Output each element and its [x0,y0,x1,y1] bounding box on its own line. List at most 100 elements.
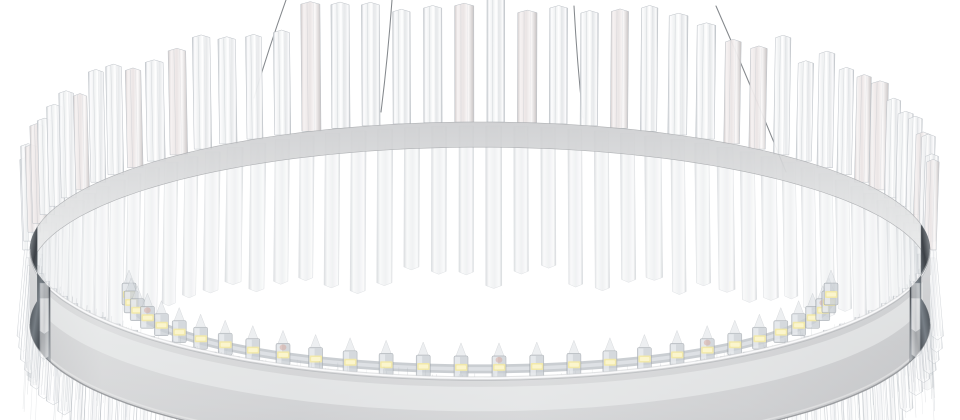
crystal-rod-upper [548,5,568,125]
crystal-specular [17,249,27,337]
crystal-facet-line [51,105,55,207]
crystal-rod-upper [517,9,538,123]
crystal-rod-upper-body [854,74,872,183]
crystal-facet-line [41,119,46,215]
suspension-cable-2 [380,0,393,113]
crystal-facet-line [929,249,938,337]
crystal-rod-upper-body [795,60,814,162]
crystal-facet-line [707,24,710,140]
led-diode-core [456,365,466,370]
crystal-facet-line [651,6,653,132]
led-diode-core [702,348,713,353]
crystal-specular [18,257,29,348]
crystal-facet-line [56,105,60,207]
crystal-striation [23,252,32,412]
crystal-facet-line [673,14,676,136]
crystal-facet-line [821,52,825,168]
crystal-facet-line [28,146,33,233]
crystal-facet-line [846,68,849,175]
crystal-rod-upper [854,74,872,183]
led-diode-core [311,357,321,361]
crystal-rod-upper [245,34,264,140]
crystal-rod-upper-body [748,45,768,150]
led-reflector [173,307,185,321]
chrome-band-bottom-edge [29,323,931,420]
crystal-rod-upper [144,59,166,162]
crystal-facet-line [680,14,682,136]
led-diode-core [220,342,231,347]
led-diode-core [776,330,786,335]
led-reflector [639,333,650,348]
crystal-facet-line [398,10,400,124]
chrome-band-top-edge-shade [29,252,931,381]
crystal-facet-line [734,40,737,144]
crystal-facet-line [806,62,809,162]
crystal-facet-line [645,6,648,132]
crystal-facet-line [22,265,31,360]
crystal-rod-upper [579,10,599,127]
led-diode-core [672,352,682,357]
led-diode-module [378,339,394,376]
led-reflector [671,329,683,344]
crystal-facet-line [336,3,339,129]
led-diode-module [275,329,291,366]
led-reflector [131,285,143,299]
led-warm-reflection [495,356,503,363]
led-reflector [156,300,167,314]
crystal-facet-line [77,95,81,190]
led-diode-core [248,348,258,353]
crystal-facet-line [250,35,253,140]
led-reflector [754,313,765,328]
crystal-rod-upper [816,50,836,168]
crystal-rod-upper-body [610,8,629,129]
crystal-facet-line [701,24,704,140]
led-reflector [568,339,580,354]
led-diode-core [381,362,392,367]
crystal-facet-line [150,61,154,162]
crystal-facet-line [93,70,97,183]
led-reflector [142,292,153,307]
crystal-facet-line [591,12,593,126]
crystal-rod-upper [217,36,238,145]
crystal-facet-line [554,7,556,124]
led-reflector [493,342,505,357]
led-diode-module [699,325,715,361]
crystal-facet-line [827,52,830,168]
crystal-facet-line [156,61,160,162]
crystal-rod-upper [667,12,689,136]
led-reflector [701,325,713,339]
crystal-facet-line [255,35,258,140]
crystal-facet-line [63,92,67,198]
crystal-facet-line [753,47,757,150]
crystal-rod-upper [640,5,659,132]
crystal-facet-line [173,49,177,155]
led-reflector [219,319,231,334]
led-warm-reflection [279,344,287,351]
crystal-facet-line [68,92,72,198]
crystal-facet-line [874,82,878,190]
crystal-rod-upper [836,67,855,176]
chrome-band-specular-sweep [37,281,923,412]
crystal-facet-line [783,36,786,155]
crystal-facet-line [82,95,86,190]
led-diode-module [602,337,618,374]
crystal-rod-upper [192,34,212,150]
crystal-rod-upper [868,80,889,191]
crystal-facet-line [927,160,932,251]
led-diode-core [532,364,542,369]
crystal-facet-line [917,133,921,224]
led-reflector [125,277,137,292]
crystal-rod-upper [610,8,629,129]
crystal-facet-line [858,76,862,183]
led-diode-module [217,319,233,356]
crystal-rod-upper [105,63,125,176]
led-diode-core [174,330,185,335]
crystal-facet-line [197,36,201,150]
led-diode-module [752,313,767,350]
led-diode-core [132,308,143,313]
led-diode-core [196,336,206,341]
led-diode-module [491,342,507,379]
crystal-facet-line [373,3,375,126]
